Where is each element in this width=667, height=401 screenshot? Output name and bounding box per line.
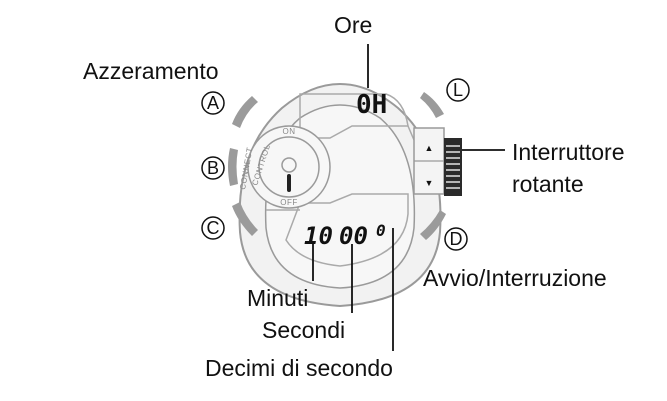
minutes-readout: 10 bbox=[304, 222, 333, 250]
seconds-label: Secondi bbox=[262, 317, 345, 343]
button-l: L bbox=[446, 78, 470, 102]
button-a: A bbox=[201, 91, 225, 115]
leader-lines bbox=[312, 44, 505, 351]
button-d: D bbox=[444, 227, 468, 251]
pusher-b-shape bbox=[228, 148, 238, 186]
button-b-circle bbox=[201, 156, 225, 180]
minutes-label: Minuti bbox=[247, 285, 308, 311]
pusher-l-shape bbox=[420, 92, 444, 118]
upper-display-window bbox=[299, 93, 409, 139]
tenths-readout: 0 bbox=[376, 221, 386, 240]
face-divider-right bbox=[407, 125, 415, 141]
rotary-switch-label-line1: Interruttore bbox=[512, 139, 625, 165]
control-dial-center bbox=[281, 157, 297, 173]
rotary-switch: ▲ ▼ bbox=[413, 127, 462, 196]
button-c-label: C bbox=[207, 218, 220, 238]
pusher-a-shape bbox=[232, 96, 258, 128]
start-stop-label: Avvio/Interruzione bbox=[423, 265, 607, 291]
left-side-pushers bbox=[228, 96, 258, 236]
reset-label: Azzeramento bbox=[83, 58, 219, 84]
rotary-switch-label-line2: rotante bbox=[512, 171, 584, 197]
control-dial-inner-ring bbox=[258, 136, 320, 198]
button-d-circle bbox=[444, 227, 468, 251]
button-l-circle bbox=[446, 78, 470, 102]
button-d-label: D bbox=[450, 229, 463, 249]
rotary-knob-ridges bbox=[446, 145, 460, 189]
button-a-label: A bbox=[207, 93, 219, 113]
time-readout: 10 00 0 bbox=[304, 221, 386, 250]
rotary-knob bbox=[444, 138, 462, 196]
button-b-label: B bbox=[207, 158, 219, 178]
switch-up-arrow: ▲ bbox=[425, 143, 434, 153]
lower-display-window bbox=[285, 193, 409, 267]
bezel-off-label: OFF bbox=[280, 198, 298, 207]
switch-down-arrow: ▼ bbox=[425, 178, 434, 188]
seconds-readout: 00 bbox=[339, 222, 368, 250]
hours-readout: 0H bbox=[356, 90, 387, 120]
bezel-on-label: ON bbox=[283, 127, 296, 136]
pusher-d-shape bbox=[420, 210, 446, 240]
hours-label: Ore bbox=[334, 12, 372, 38]
tenths-label: Decimi di secondo bbox=[205, 355, 393, 381]
right-side-pushers bbox=[420, 92, 446, 240]
button-a-circle bbox=[201, 91, 225, 115]
button-l-label: L bbox=[453, 80, 463, 100]
button-b: B bbox=[201, 156, 225, 180]
button-c-circle bbox=[201, 216, 225, 240]
pusher-c-shape bbox=[232, 202, 258, 236]
button-c: C bbox=[201, 216, 225, 240]
